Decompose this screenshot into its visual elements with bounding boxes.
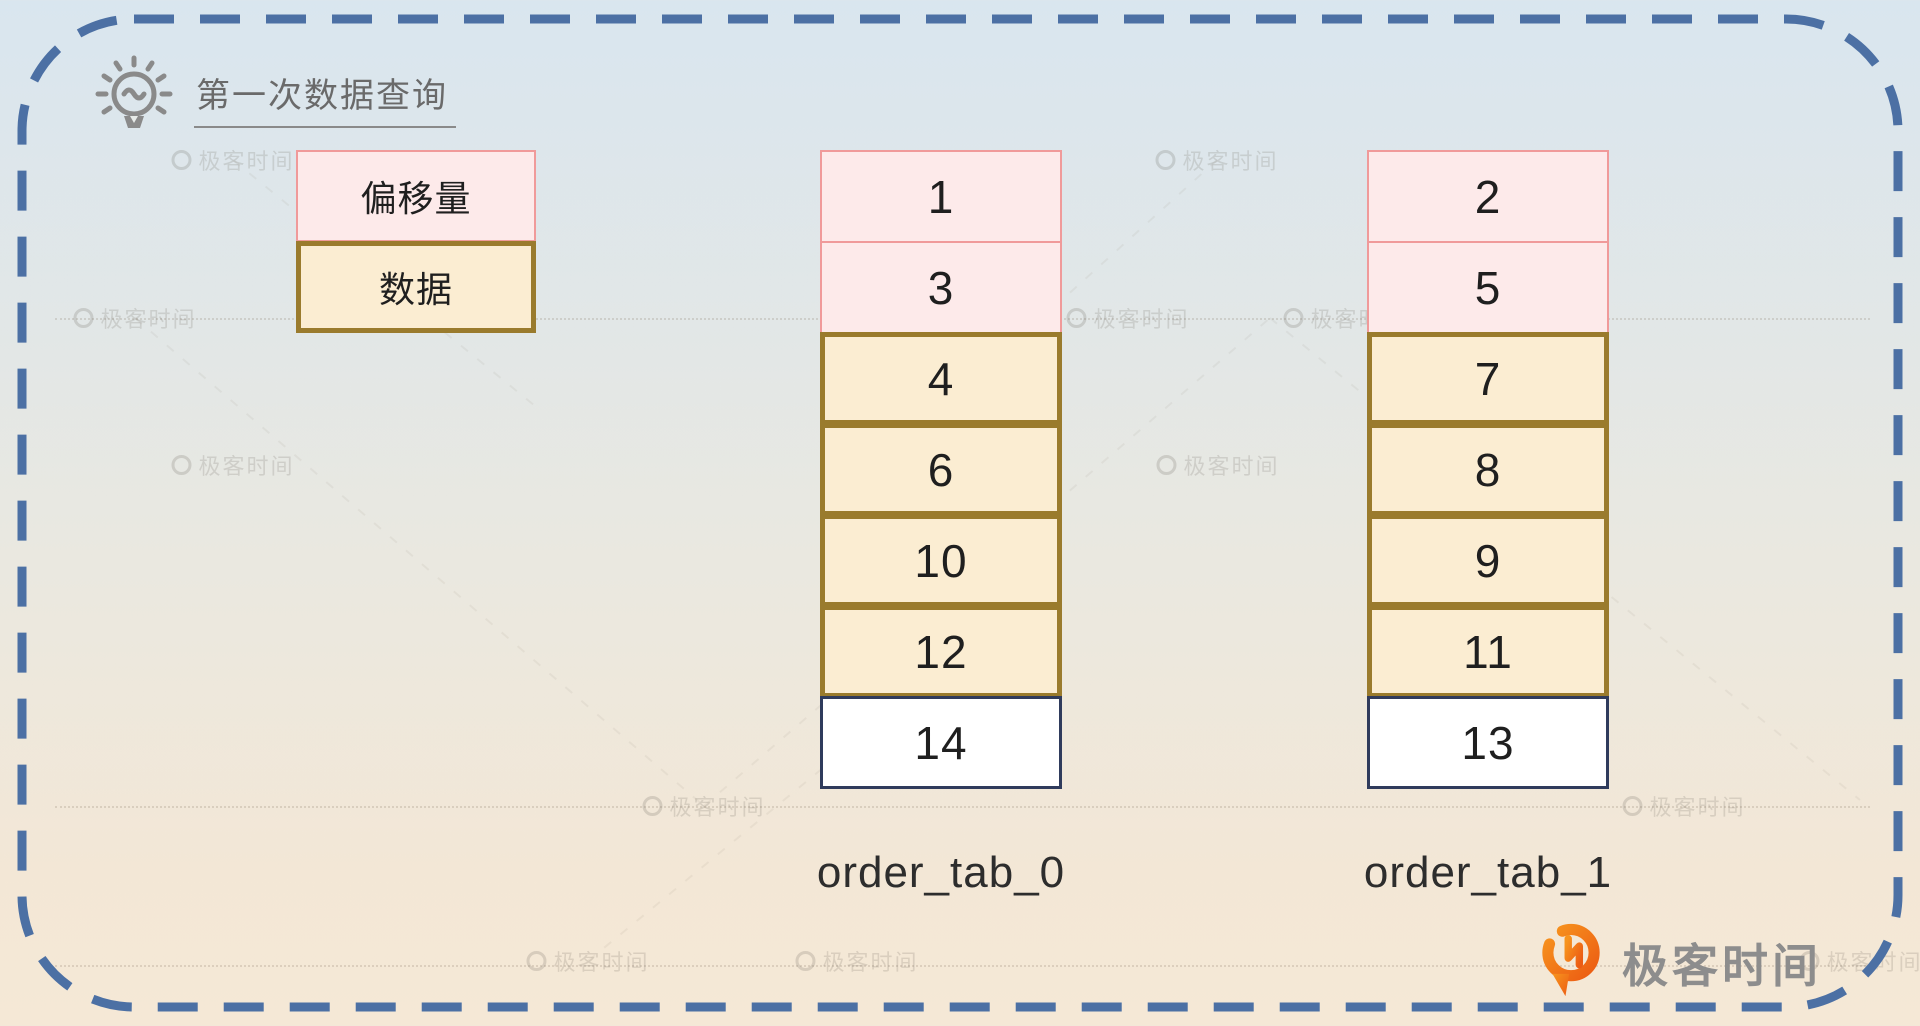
watermark: 极客时间 <box>1156 449 1279 481</box>
geektime-logo: 极客时间 <box>1534 918 1822 1002</box>
watermark: 极客时间 <box>1066 302 1189 334</box>
legend: 偏移量数据 <box>296 150 536 333</box>
watermark-ring-icon <box>171 150 192 170</box>
watermark-ring-icon <box>1283 308 1304 328</box>
watermark-text: 极客时间 <box>198 454 295 479</box>
table-cell: 9 <box>1367 514 1609 607</box>
watermark-ring-icon <box>642 796 663 816</box>
table-cell: 3 <box>820 241 1062 334</box>
table-cell: 7 <box>1367 332 1609 425</box>
table-cell: 6 <box>820 423 1062 516</box>
watermark-ring-icon <box>1066 308 1087 328</box>
watermark-ring-icon <box>1622 796 1643 816</box>
watermark: 极客时间 <box>73 302 196 334</box>
watermark: 极客时间 <box>1155 144 1278 176</box>
hint-title: 第一次数据查询 <box>194 68 456 128</box>
watermark: 极客时间 <box>171 144 294 176</box>
table-cell: 14 <box>820 696 1062 789</box>
table-label-order_tab_1: order_tab_1 <box>1363 848 1613 897</box>
watermark-ring-icon <box>73 308 94 328</box>
lightbulb-icon <box>95 55 173 128</box>
watermark: 极客时间 <box>642 790 765 822</box>
table-cell: 8 <box>1367 423 1609 516</box>
watermark-ring-icon <box>1155 150 1176 170</box>
watermark-text: 极客时间 <box>1649 795 1746 820</box>
geektime-logo-icon <box>1542 923 1600 997</box>
geektime-logo-text: 极客时间 <box>1622 940 1822 992</box>
watermark-dotted-line <box>55 806 1870 808</box>
watermark-text: 极客时间 <box>100 307 197 332</box>
table-cell: 13 <box>1367 696 1609 789</box>
watermark-text: 极客时间 <box>553 950 650 975</box>
table-cell: 2 <box>1367 150 1609 243</box>
watermark-text: 极客时间 <box>1826 950 1920 975</box>
watermark: 极客时间 <box>171 449 294 481</box>
watermark-text: 极客时间 <box>822 950 919 975</box>
watermark: 极客时间 <box>1622 790 1745 822</box>
legend-item-offset: 偏移量 <box>296 150 536 242</box>
watermark: 极客时间 <box>526 945 649 977</box>
table-label-order_tab_0: order_tab_0 <box>816 848 1066 897</box>
table-cell: 11 <box>1367 605 1609 698</box>
watermark-text: 极客时间 <box>198 149 295 174</box>
watermark-text: 极客时间 <box>1093 307 1190 332</box>
watermark-ring-icon <box>171 455 192 475</box>
legend-item-data: 数据 <box>296 241 536 333</box>
watermark: 极客时间 <box>795 945 918 977</box>
watermark-ring-icon <box>1156 455 1177 475</box>
watermark-text: 极客时间 <box>1182 149 1279 174</box>
watermark-ring-icon <box>795 951 816 971</box>
table-cell: 1 <box>820 150 1062 243</box>
table-cell: 10 <box>820 514 1062 607</box>
table-cell: 5 <box>1367 241 1609 334</box>
hint-header: 第一次数据查询 <box>92 50 456 134</box>
table-cell: 12 <box>820 605 1062 698</box>
watermark-text: 极客时间 <box>669 795 766 820</box>
watermark-ring-icon <box>526 951 547 971</box>
table-cell: 4 <box>820 332 1062 425</box>
watermark-text: 极客时间 <box>1183 454 1280 479</box>
